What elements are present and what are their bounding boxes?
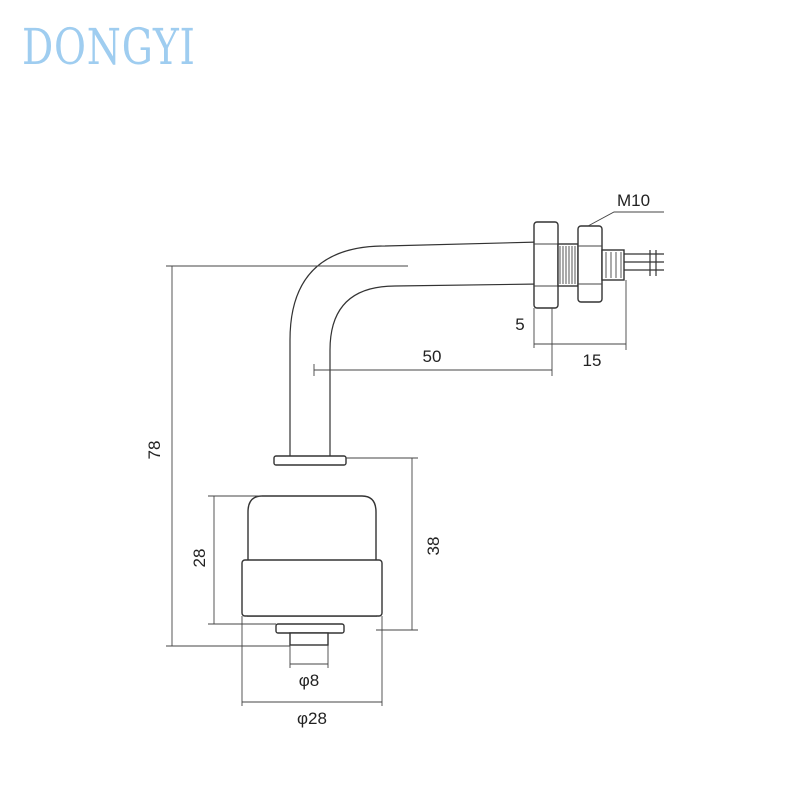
hex-nut-2 (577, 225, 603, 303)
thread-callout-leader (587, 211, 664, 227)
dimension-78 (166, 265, 408, 647)
dimension-phi28 (241, 616, 383, 706)
thread-label: M10 (617, 191, 650, 210)
dimension-50 (313, 308, 553, 376)
dimension-38-label: 38 (424, 537, 443, 556)
brand-watermark: DONGYI (22, 18, 196, 76)
dimension-38 (346, 457, 418, 631)
dimension-phi28-label: φ28 (297, 709, 327, 728)
dimension-phi8-label: φ8 (299, 671, 319, 690)
dimension-28-label: 28 (190, 549, 209, 568)
stem-tip (289, 632, 329, 646)
dimension-5 (533, 308, 558, 348)
dimension-50-label: 50 (423, 347, 442, 366)
thread-hatching (559, 246, 576, 284)
lower-flange (275, 623, 345, 634)
rear-thread-hatching (605, 252, 622, 278)
dimension-15-label: 15 (583, 351, 602, 370)
rear-thread (601, 249, 625, 281)
hex-nut-1 (533, 221, 559, 309)
tube-outer-wall (289, 241, 541, 462)
lead-wires (624, 250, 664, 276)
float-band (241, 559, 383, 617)
tube-inner-wall (329, 283, 541, 462)
dimension-phi8 (289, 645, 329, 668)
dimension-15 (558, 280, 627, 350)
dimension-5-label: 5 (515, 315, 524, 334)
upper-flange (273, 455, 347, 466)
dimension-78-label: 78 (145, 441, 164, 460)
